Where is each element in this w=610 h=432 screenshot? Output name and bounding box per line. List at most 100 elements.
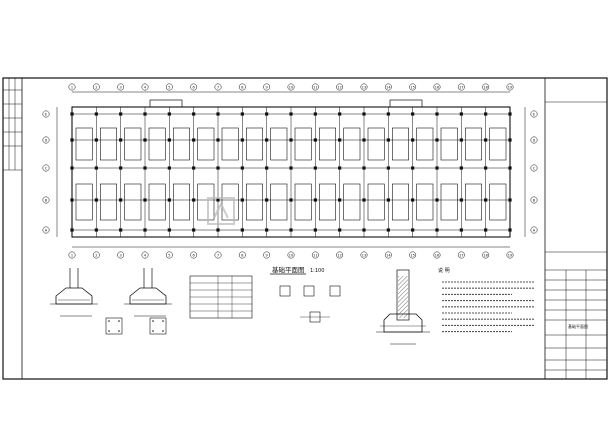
column-axis-number: 7 xyxy=(217,254,219,258)
column-stub xyxy=(386,228,390,232)
column-axis-bubble xyxy=(165,83,173,91)
footing-pad xyxy=(416,127,434,161)
column-stub xyxy=(143,228,147,232)
footing-pad xyxy=(75,183,93,221)
column-axis-bubble xyxy=(433,83,441,91)
column-axis-number: 3 xyxy=(120,254,122,258)
column-axis-number: 17 xyxy=(459,86,463,90)
column-stub xyxy=(240,138,244,142)
column-axis-number: 6 xyxy=(193,86,195,90)
footing-pad xyxy=(319,183,336,221)
foundation-plan: 1122334455667788991010111112121313141415… xyxy=(42,83,538,259)
column-axis-number: 11 xyxy=(313,86,317,90)
column-axis-bubble xyxy=(433,251,441,259)
footing-pad xyxy=(270,127,288,161)
column-axis-bubble xyxy=(287,83,295,91)
column-stub xyxy=(192,228,196,232)
column-stub xyxy=(94,228,98,232)
footing-pad xyxy=(246,127,263,161)
footing-pad xyxy=(392,127,409,161)
column-stub xyxy=(313,228,317,232)
column-stub xyxy=(484,198,488,202)
column-stub xyxy=(240,228,244,232)
plan-scale: 1:100 xyxy=(310,268,324,274)
column-axis-bubble xyxy=(457,251,465,259)
column-stub xyxy=(167,166,171,170)
column-axis-number: 8 xyxy=(241,254,243,258)
footing-pad xyxy=(270,183,288,221)
column-axis-number: 10 xyxy=(289,86,293,90)
row-axis-bubble xyxy=(530,136,538,144)
column-stub xyxy=(265,112,269,116)
footing-pad xyxy=(440,127,458,161)
column-stub xyxy=(435,166,439,170)
column-axis-bubble xyxy=(68,83,76,91)
column-stub xyxy=(265,198,269,202)
column-axis-number: 12 xyxy=(337,86,341,90)
row-axis-letter: B xyxy=(533,199,536,203)
footing-schedule-table xyxy=(189,275,253,319)
column-axis-number: 10 xyxy=(289,254,293,258)
column-axis-bubble xyxy=(238,251,246,259)
general-notes: 说 明 xyxy=(438,267,534,333)
column-axis-bubble xyxy=(360,83,368,91)
footing-pad xyxy=(489,183,507,221)
column-stub xyxy=(192,138,196,142)
column-stub xyxy=(411,198,415,202)
column-stub xyxy=(240,112,244,116)
column-stub xyxy=(435,228,439,232)
footing-detail-3 xyxy=(105,317,167,335)
column-axis-number: 14 xyxy=(386,254,391,258)
column-stub xyxy=(459,198,463,202)
column-axis-number: 1 xyxy=(71,254,73,258)
column-axis-bubble xyxy=(457,83,465,91)
column-stub xyxy=(338,198,342,202)
column-axis-bubble xyxy=(409,251,417,259)
column-stub xyxy=(167,228,171,232)
column-axis-bubble xyxy=(141,83,149,91)
row-axis-bubble xyxy=(530,164,538,172)
column-stub xyxy=(265,166,269,170)
column-stub xyxy=(338,166,342,170)
column-stub xyxy=(94,198,98,202)
column-stub xyxy=(167,198,171,202)
title-block: 基础平面图 xyxy=(545,101,607,379)
footing-pad xyxy=(75,127,93,161)
row-axis-bubble xyxy=(530,196,538,204)
column-stub xyxy=(143,138,147,142)
footings xyxy=(70,112,512,232)
column-axis-number: 1 xyxy=(71,86,73,90)
row-axis-letter: E xyxy=(533,113,535,117)
column-axis-number: 12 xyxy=(337,254,341,258)
row-axis-bubble xyxy=(530,226,538,234)
row-axis-letter: C xyxy=(45,167,48,171)
column-axis-bubble xyxy=(117,251,125,259)
column-axis-bubble xyxy=(482,251,490,259)
row-axis-letter: A xyxy=(533,229,536,233)
footing-pad xyxy=(173,127,190,161)
column-stub xyxy=(289,198,293,202)
column-stub xyxy=(484,112,488,116)
column-stub xyxy=(411,138,415,142)
column-stub xyxy=(484,166,488,170)
column-axis-bubble xyxy=(336,251,344,259)
column-stub xyxy=(459,228,463,232)
plan-title: 基础平面图 xyxy=(272,265,305,274)
footing-pad xyxy=(221,183,239,221)
column-axis-bubble xyxy=(287,251,295,259)
column-stub xyxy=(167,112,171,116)
row-axis-letter: D xyxy=(533,139,536,143)
column-axis-bubble xyxy=(360,251,368,259)
column-stub xyxy=(508,198,512,202)
column-axis-bubble xyxy=(68,251,76,259)
row-axis-bubble xyxy=(42,110,50,118)
dimension-lines xyxy=(56,91,526,248)
row-axis-bubble xyxy=(530,110,538,118)
column-stub xyxy=(265,138,269,142)
column-axis-number: 3 xyxy=(120,86,122,90)
column-axis-number: 4 xyxy=(144,86,147,90)
column-stub xyxy=(240,166,244,170)
column-stub xyxy=(313,138,317,142)
footing-pad xyxy=(440,183,458,221)
